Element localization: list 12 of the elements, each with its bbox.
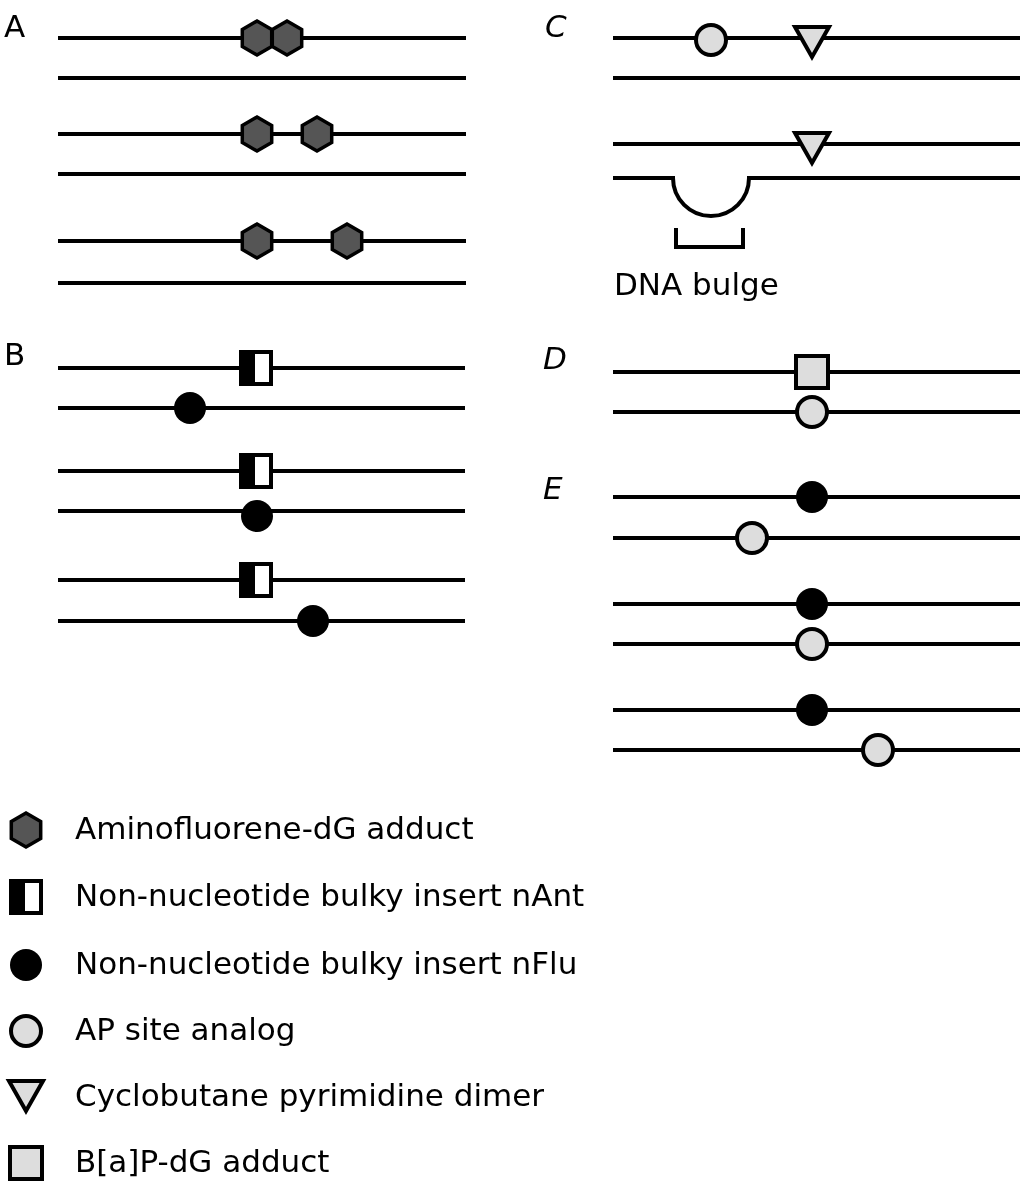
annotation-text: DNA bulge [614,266,779,302]
panel-label: D [543,340,567,376]
panel-label: E [543,470,563,506]
legend-text: Non-nucleotide bulky insert nAnt [75,877,585,913]
legend-text: B[a]P-dG adduct [75,1143,330,1179]
legend-text: Non-nucleotide bulky insert nFlu [75,945,578,981]
panel-label: A [4,8,26,44]
panel-label: C [545,8,567,44]
panel-label: B [4,336,26,372]
legend-text: Aminofluorene-dG adduct [75,810,474,846]
legend-text: Cyclobutane pyrimidine dimer [75,1077,545,1113]
legend-text: AP site analog [75,1011,296,1047]
